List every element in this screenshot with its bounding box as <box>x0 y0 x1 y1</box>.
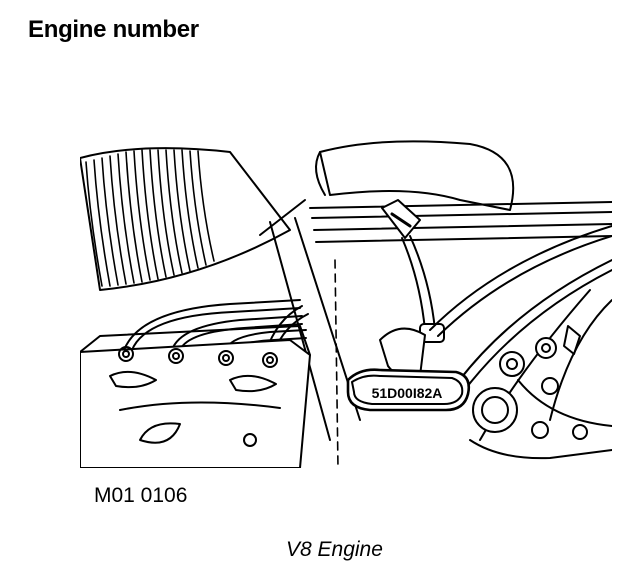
figure-reference: M01 0106 <box>94 484 188 507</box>
engine-number-plate: 51D00I82A <box>346 368 471 412</box>
air-intake-hose <box>80 147 291 291</box>
engine-number-text: 51D00I82A <box>372 385 443 401</box>
right-side-components <box>469 325 612 460</box>
figure-caption: V8 Engine <box>286 538 383 561</box>
engine-illustration: 51D00I82A <box>80 140 612 468</box>
upper-housing <box>319 140 515 211</box>
sensor-connector <box>381 199 445 343</box>
cylinder-head <box>80 325 311 468</box>
page-heading: Engine number <box>28 16 199 43</box>
